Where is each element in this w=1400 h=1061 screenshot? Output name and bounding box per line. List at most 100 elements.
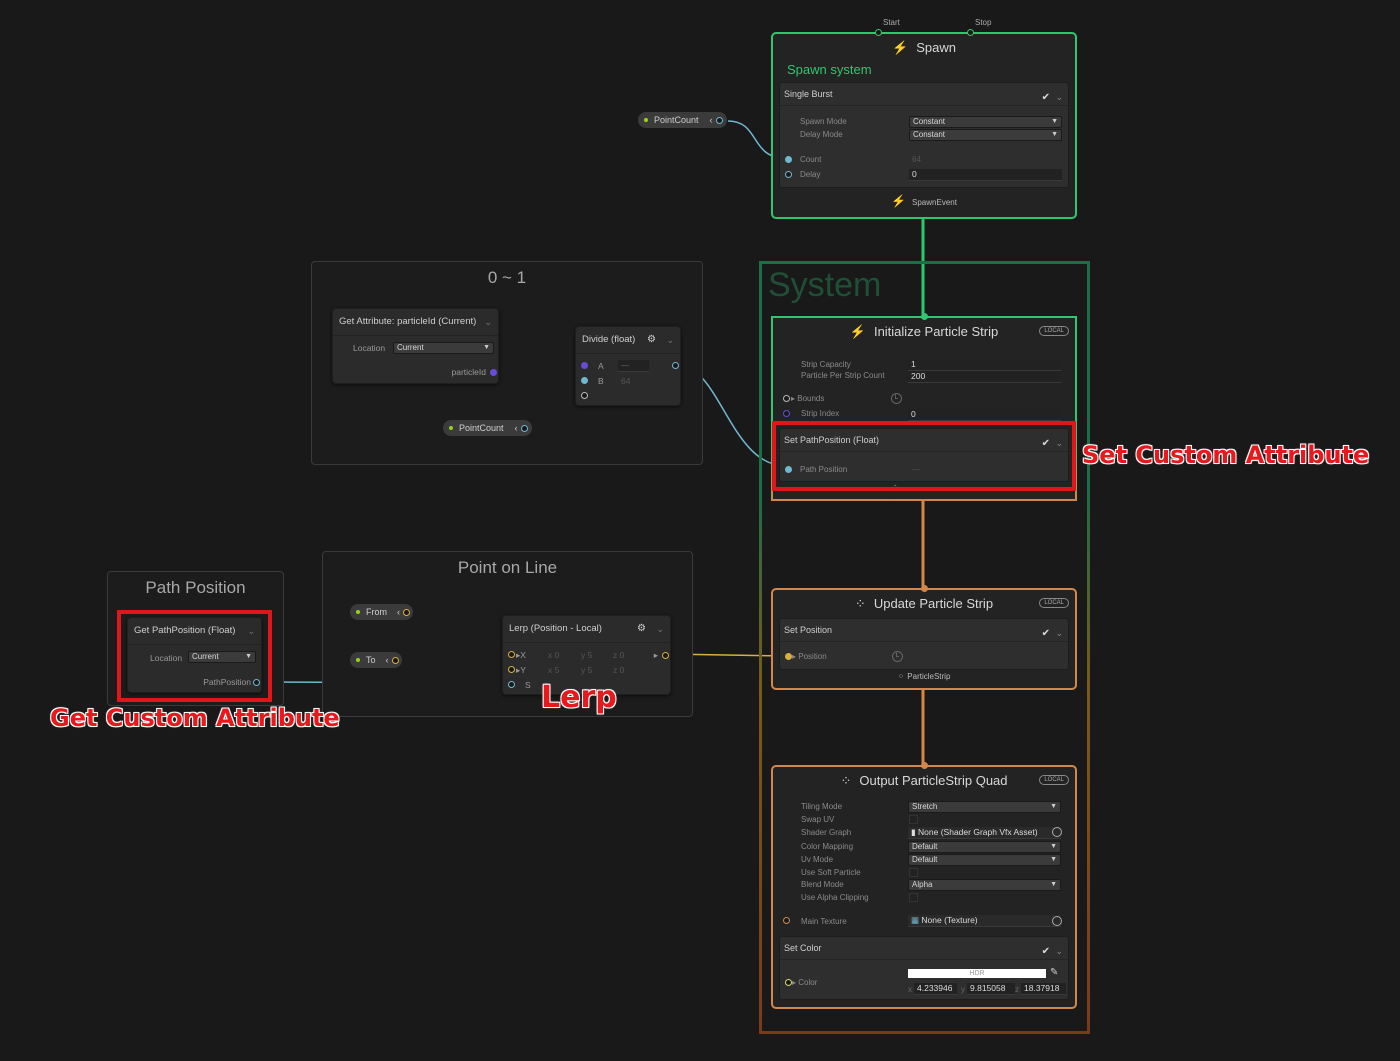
delay-mode-label: Delay Mode: [800, 130, 843, 139]
b-input-port[interactable]: [581, 377, 588, 384]
eyedropper-icon[interactable]: ✎: [1050, 967, 1059, 978]
divide-output-port[interactable]: [672, 362, 679, 369]
chevron-down-icon[interactable]: ⌄: [1055, 946, 1063, 956]
a-value[interactable]: —: [618, 360, 649, 372]
dropdown-arrow-icon: ▼: [483, 344, 490, 351]
set-color-block[interactable]: Set Color✔⌄ ▸ Color HDR ✎ x 4.233946 y 9…: [779, 936, 1069, 1000]
get-attribute-node[interactable]: Get Attribute: particleId (Current)⌄ Loc…: [332, 308, 499, 384]
y-label: ▸Y: [516, 665, 526, 675]
chevron-down-icon[interactable]: ⌄: [247, 626, 255, 636]
object-picker-icon[interactable]: [1052, 827, 1062, 837]
strip-index-input[interactable]: 0: [908, 409, 1061, 421]
start-port[interactable]: [875, 29, 882, 36]
from-output-port[interactable]: [403, 609, 410, 616]
uv-mode-select[interactable]: Default▼: [908, 854, 1061, 866]
initialize-context[interactable]: ⚡Initialize Particle Strip LOCAL Strip C…: [771, 313, 1077, 501]
to-output-port[interactable]: [391, 657, 399, 664]
color-swatch[interactable]: HDR: [908, 969, 1046, 978]
flow-input-port[interactable]: [921, 762, 928, 769]
chevron-left-icon: ‹: [514, 423, 518, 433]
color-mapping-select[interactable]: Default▼: [908, 841, 1061, 853]
tiling-mode-select[interactable]: Stretch▼: [908, 801, 1061, 813]
chevron-down-icon[interactable]: ⌄: [656, 624, 664, 634]
flow-input-port[interactable]: [921, 313, 928, 320]
location-select[interactable]: Current▼: [393, 342, 494, 354]
delay-input-port[interactable]: [785, 171, 792, 178]
location-select[interactable]: Current▼: [188, 651, 256, 663]
y-input-port[interactable]: [508, 666, 515, 673]
spawn-mode-select[interactable]: Constant▼: [909, 116, 1062, 128]
single-burst-block[interactable]: Single Burst✔⌄ Spawn Mode Constant▼ Dela…: [779, 82, 1069, 188]
get-pathposition-node[interactable]: Get PathPosition (Float)⌄ Location Curre…: [127, 617, 262, 693]
path-position-label: Path Position: [800, 465, 848, 474]
update-context[interactable]: ⁘Update Particle Strip LOCAL Set Positio…: [771, 585, 1077, 690]
stop-port[interactable]: [967, 29, 974, 36]
set-position-block[interactable]: Set Position✔⌄ ▸ Position L: [779, 618, 1069, 670]
pointcount-node-top[interactable]: PointCount ‹: [638, 112, 727, 128]
lerp-output-port[interactable]: [662, 652, 669, 659]
a-label: A: [598, 361, 604, 371]
local-space-icon: L: [892, 651, 903, 662]
particleid-output-port[interactable]: [490, 369, 497, 376]
pointcount-output-port[interactable]: [715, 117, 723, 124]
count-input-port[interactable]: [785, 156, 792, 163]
delay-input[interactable]: 0: [909, 169, 1062, 181]
chevron-down-icon[interactable]: ⌄: [1055, 92, 1063, 102]
delay-mode-select[interactable]: Constant▼: [909, 129, 1062, 141]
output-label: particleId: [451, 367, 487, 377]
chevron-down-icon[interactable]: ⌄: [484, 317, 492, 327]
color-input-port[interactable]: [785, 979, 792, 986]
spawn-context[interactable]: Start Stop ⚡Spawn Spawn system Single Bu…: [771, 18, 1077, 219]
strip-index-port[interactable]: [783, 410, 790, 417]
to-node[interactable]: To ‹: [350, 652, 402, 668]
alpha-clip-checkbox[interactable]: [909, 893, 918, 902]
gear-icon[interactable]: ⚙: [647, 334, 656, 345]
main-texture-field[interactable]: ▦ None (Texture): [908, 915, 1061, 927]
output-context[interactable]: ⁘Output ParticleStrip Quad LOCAL Tiling …: [771, 762, 1077, 1009]
shader-graph-field[interactable]: ▮ None (Shader Graph Vfx Asset): [908, 827, 1061, 839]
from-node[interactable]: From ‹: [350, 604, 413, 620]
bounds-port[interactable]: [783, 395, 790, 402]
gear-icon[interactable]: ⚙: [637, 623, 646, 634]
checkmark-icon[interactable]: ✔: [1041, 92, 1050, 103]
checkmark-icon[interactable]: ✔: [1041, 628, 1050, 639]
y-input[interactable]: 9.815058: [967, 983, 1015, 995]
y-value-2: y 5: [581, 665, 593, 675]
z-input[interactable]: 18.37918: [1021, 983, 1066, 995]
soft-particle-checkbox[interactable]: [909, 868, 918, 877]
position-input-port[interactable]: [785, 653, 792, 660]
particle-per-strip-input[interactable]: 200: [908, 371, 1061, 383]
path-position-input-port[interactable]: [785, 466, 792, 473]
texture-icon: ▦: [911, 915, 922, 925]
context-title: ⁘Update Particle Strip: [854, 596, 994, 611]
a-input-port[interactable]: [581, 362, 588, 369]
chevron-down-icon[interactable]: ⌄: [1055, 438, 1063, 448]
output-expand: ▸: [653, 650, 658, 660]
flow-input-port[interactable]: [921, 585, 928, 592]
chevron-down-icon[interactable]: ⌄: [666, 335, 674, 345]
pathposition-output-port[interactable]: [253, 679, 260, 686]
divide-node[interactable]: Divide (float)⚙⌄ A — B 64: [575, 326, 681, 406]
particle-per-strip-label: Particle Per Strip Count: [801, 371, 885, 380]
system-label: System: [768, 266, 882, 304]
lerp-node[interactable]: Lerp (Position - Local)⚙⌄ ▸X x 0 y 5 z 0…: [502, 615, 671, 695]
pointcount-node-mid[interactable]: PointCount ‹: [443, 420, 532, 436]
set-pathposition-block[interactable]: Set PathPosition (Float)✔⌄ Path Position…: [779, 428, 1069, 482]
swap-uv-checkbox[interactable]: [909, 815, 918, 824]
checkmark-icon[interactable]: ✔: [1041, 438, 1050, 449]
particle-strip-icon: ⁘: [897, 672, 905, 681]
x-input[interactable]: 4.233946: [914, 983, 957, 995]
main-texture-port[interactable]: [783, 917, 790, 924]
checkmark-icon[interactable]: ✔: [1041, 946, 1050, 957]
pointcount-output-port[interactable]: [520, 425, 528, 432]
property-dot-icon: [356, 610, 360, 614]
output-label: PathPosition: [203, 677, 251, 687]
chevron-down-icon[interactable]: ⌄: [1055, 628, 1063, 638]
s-input-port[interactable]: [508, 681, 515, 688]
blend-mode-select[interactable]: Alpha▼: [908, 879, 1061, 891]
strip-capacity-input[interactable]: 1: [908, 359, 1061, 371]
extra-input-port[interactable]: [581, 392, 588, 399]
object-picker-icon[interactable]: [1052, 916, 1062, 926]
x-input-port[interactable]: [508, 651, 515, 658]
